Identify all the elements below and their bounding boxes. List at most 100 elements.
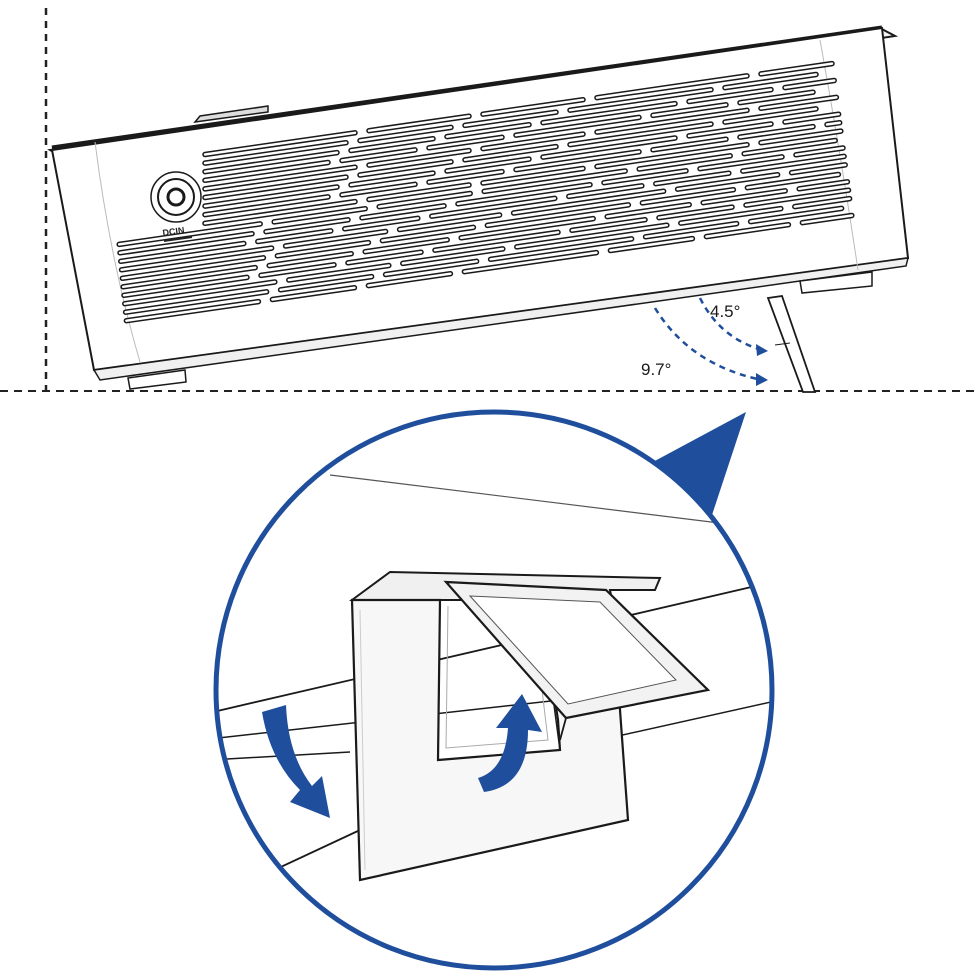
rear-foot	[127, 369, 187, 390]
vent-slot-inner	[367, 114, 471, 132]
vent-slot-inner	[790, 163, 847, 174]
vent-slot-inner	[203, 141, 348, 165]
vent-slot-inner	[687, 88, 773, 103]
vent-slot-inner	[609, 237, 694, 252]
vent-slot-inner	[121, 266, 257, 289]
vent-slot-inner	[445, 157, 531, 173]
vent-slot-inner	[723, 107, 818, 124]
vent-slot-inner	[687, 122, 773, 138]
vent-slot-inner	[595, 109, 749, 134]
vent-slot-inner	[343, 217, 420, 231]
angle-arrowhead	[756, 373, 768, 386]
vent-slot-inner	[340, 148, 417, 162]
vent-slot-inner	[433, 231, 560, 252]
angle-indicator-4-5: 4.5°	[698, 297, 768, 356]
vent-slot-inner	[203, 131, 357, 156]
angle-label-4-5: 4.5°	[710, 302, 740, 321]
vent-slot-inner	[358, 160, 453, 177]
vent-slot-inner	[427, 170, 504, 184]
vent-slot-inner	[349, 137, 435, 152]
vent-slot-inner	[120, 246, 273, 272]
vent-slot-inner	[360, 204, 446, 220]
vent-slot-inner	[459, 217, 595, 240]
vent-slot-inner	[644, 222, 738, 239]
vent-slot-inner	[567, 184, 644, 198]
vent-grille	[116, 60, 855, 324]
vent-slot-inner	[749, 207, 843, 223]
vent-slot-inner	[568, 122, 713, 146]
vent-slot-inner	[481, 167, 585, 185]
vent-slot-inner	[698, 155, 784, 170]
vent-slot-inner	[367, 183, 471, 201]
vent-slot-inner	[203, 185, 339, 208]
vent-slot-inner	[463, 110, 558, 127]
vent-slot-inner	[793, 197, 851, 208]
vent-slot-inner	[381, 226, 475, 242]
vent-slot-inner	[759, 96, 838, 110]
vent-slot-inner	[595, 74, 749, 99]
vent-slot-inner	[117, 222, 262, 246]
vent-slot-inner	[679, 207, 783, 225]
tilt-stand	[766, 295, 817, 393]
vent-slot-inner	[794, 146, 845, 157]
vent-slot-inner	[124, 290, 268, 314]
vent-slot-inner	[203, 195, 330, 216]
vent-slot-inner	[641, 188, 735, 205]
vent-slot-inner	[203, 161, 330, 182]
down-arrow-icon	[262, 705, 330, 818]
vent-slot-inner	[119, 242, 246, 263]
port-icon	[166, 187, 186, 207]
top-button	[193, 105, 269, 124]
vent-slot-inner	[272, 207, 367, 224]
up-arrow-icon	[478, 694, 542, 792]
vent-slot-inner	[654, 171, 731, 185]
vent-slot-inner	[481, 132, 585, 150]
vent-slot-inner	[515, 223, 669, 249]
vent-slot-inner	[118, 232, 254, 255]
vent-slot-inner	[568, 88, 713, 112]
vent-slot-inner	[738, 125, 815, 139]
vent-slot-inner	[595, 143, 749, 168]
vent-slot-inner	[746, 173, 840, 189]
vent-slot-inner	[125, 300, 260, 322]
vent-slot-inner	[267, 252, 353, 267]
vent-slot-inner	[825, 121, 841, 126]
vent-slot-inner	[456, 183, 592, 206]
vent-slot-inner	[797, 180, 849, 191]
dc-in-port: DCIN	[150, 171, 202, 242]
vent-slot-inner	[759, 129, 843, 144]
vent-slot-inner	[489, 237, 633, 261]
vent-slot-inner	[783, 79, 836, 89]
vent-slot-inner	[482, 169, 627, 193]
vent-slot-inner	[430, 197, 557, 218]
vent-slot-inner	[651, 103, 728, 117]
vent-slot-inner	[738, 90, 815, 104]
vent-slot-inner	[651, 137, 728, 152]
vent-slot-inner	[570, 218, 647, 232]
vent-slot-inner	[279, 275, 373, 292]
flip-panel	[443, 580, 711, 741]
port-label: DCIN	[162, 225, 185, 238]
vent-slot-inner	[256, 229, 333, 243]
vent-slot-inner	[602, 169, 688, 184]
vent-slot-inner	[122, 276, 249, 297]
projector-body: DCIN	[47, 25, 910, 393]
vent-slot-inner	[605, 203, 691, 218]
vent-slot-inner	[340, 183, 417, 197]
vent-slot-inner	[541, 102, 677, 124]
angle-arrowhead	[756, 344, 768, 356]
vent-slot-inner	[398, 213, 501, 231]
vent-slot-inner	[384, 260, 478, 276]
vent-slot-inner	[657, 205, 734, 219]
vent-slot-inner	[741, 155, 846, 173]
vent-slot-inner	[512, 189, 665, 215]
vent-slot-inner	[445, 123, 531, 138]
vent-slot-inner	[367, 272, 452, 287]
magnified-detail	[216, 412, 772, 968]
vent-slot-inner	[801, 214, 854, 224]
vent-slot-inner	[744, 188, 850, 207]
vent-slot-inner	[264, 218, 350, 233]
vent-slot-inner	[676, 173, 779, 191]
vent-slot-inner	[363, 238, 449, 253]
